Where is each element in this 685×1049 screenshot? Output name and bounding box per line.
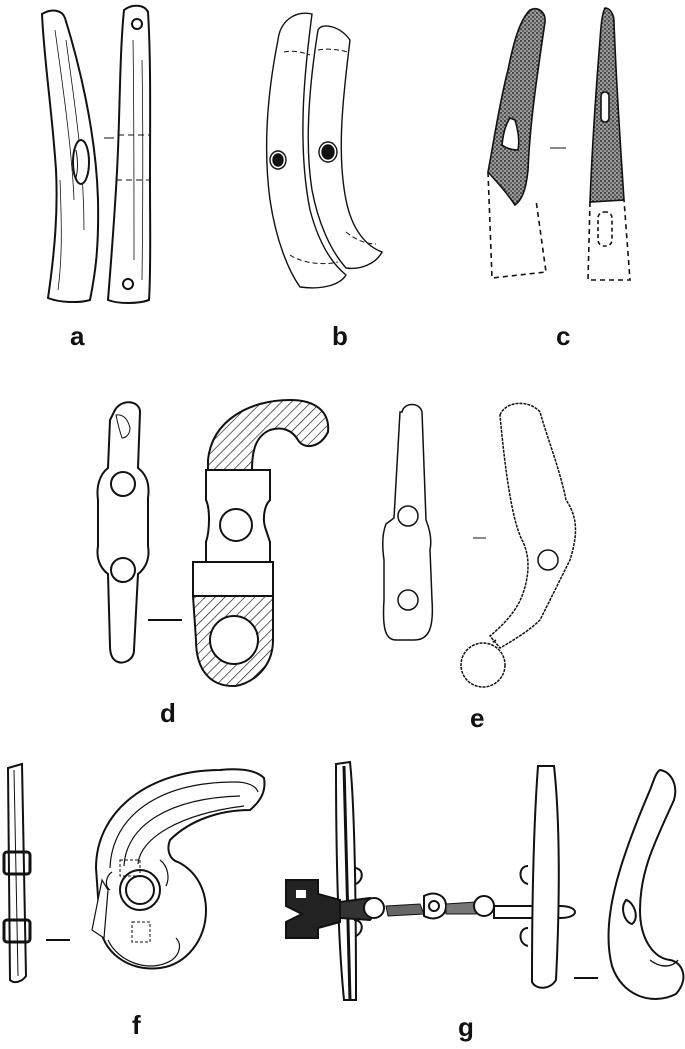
panel-label-d: d	[160, 698, 176, 728]
panel-e-drawing	[381, 402, 577, 688]
panel-a-drawing	[40, 4, 152, 304]
panel-label-b: b	[332, 321, 348, 351]
panel-label-g: g	[458, 1012, 474, 1042]
panel-g-drawing	[285, 760, 685, 1001]
panel-label-f: f	[132, 1010, 141, 1040]
panel-label-e: e	[470, 703, 484, 733]
panel-label-a: a	[70, 321, 85, 351]
panel-b-drawing	[265, 12, 383, 289]
panel-f-drawing	[2, 762, 266, 984]
panel-c-drawing	[487, 7, 631, 281]
panel-d-drawing	[96, 398, 330, 688]
panel-label-c: c	[556, 321, 570, 351]
